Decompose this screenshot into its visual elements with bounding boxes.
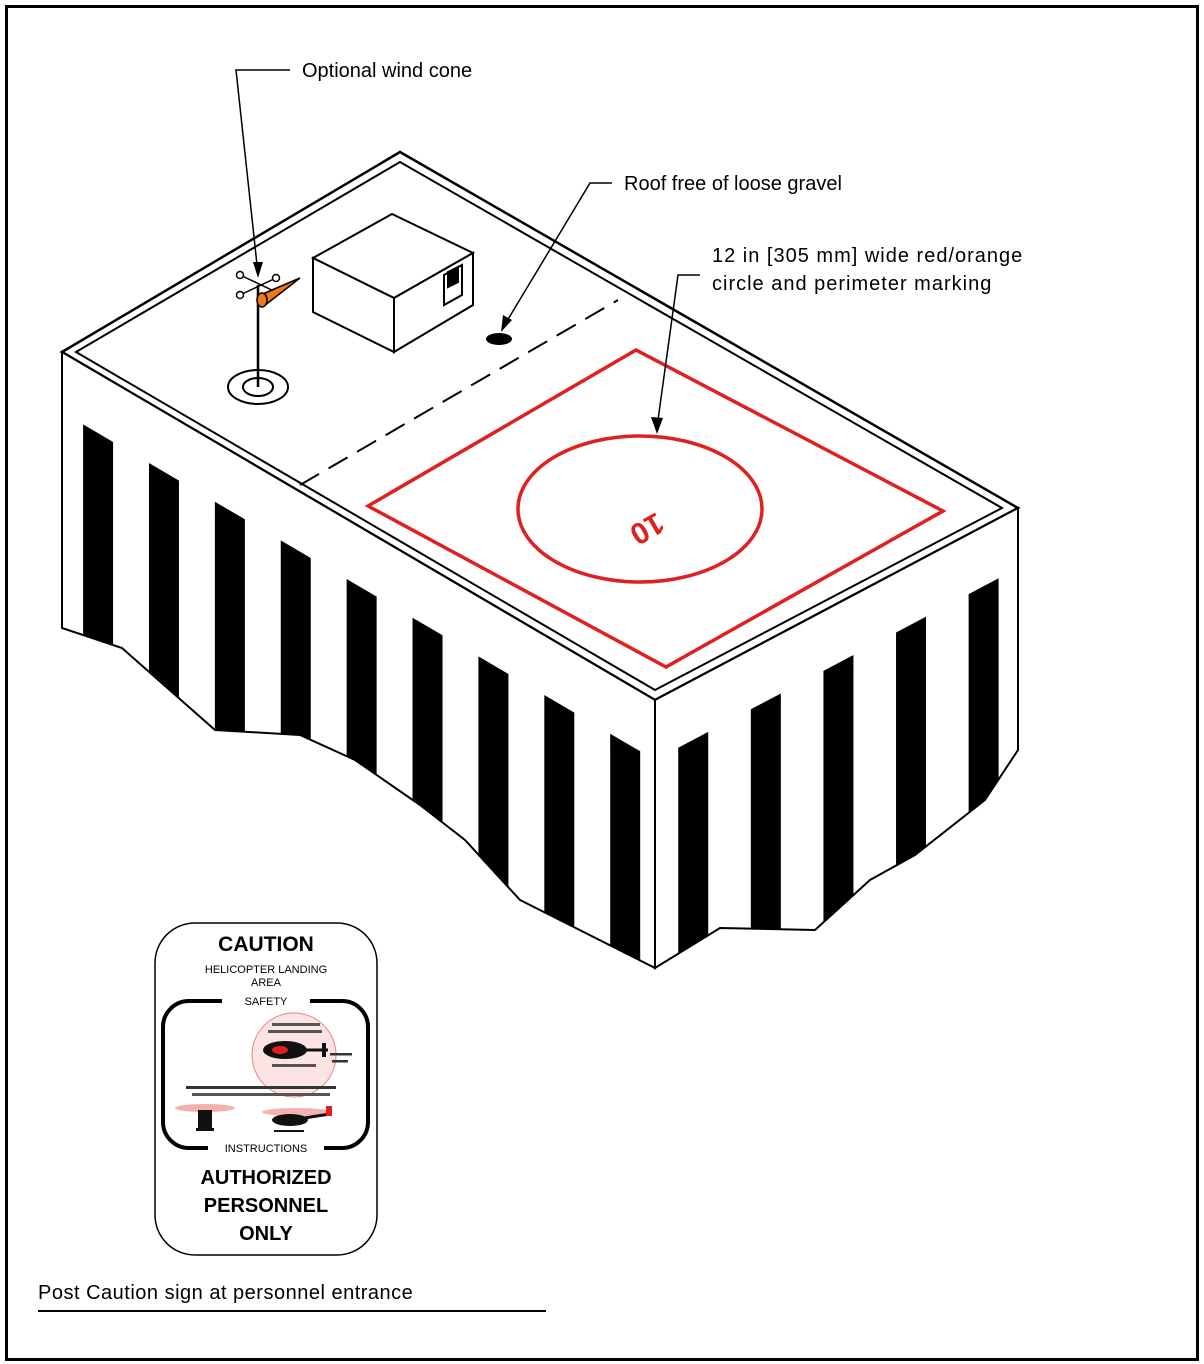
- left-wall-stripe: [610, 733, 641, 968]
- sign-footer-line2: PERSONNEL: [204, 1195, 328, 1217]
- left-wall-stripe: [544, 695, 575, 968]
- sign-top-tab: SAFETY: [245, 996, 288, 1008]
- gravel-spot: [486, 333, 512, 345]
- leader-wind-cone: Optional wind cone: [235, 60, 472, 278]
- caption-underline: [38, 1310, 546, 1312]
- caption-sign-location: Post Caution sign at personnel entrance: [38, 1282, 414, 1304]
- sign-subtitle-line1: HELICOPTER LANDING: [205, 964, 327, 976]
- perimeter-marking: [364, 348, 947, 669]
- wind-cone: [227, 270, 301, 405]
- leader-gravel: Roof free of loose gravel: [501, 173, 842, 332]
- sign-subtitle-line2: AREA: [251, 977, 282, 989]
- left-wall-stripe: [83, 424, 114, 968]
- caution-sign: CAUTION HELICOPTER LANDING AREA SAFETY I…: [154, 922, 378, 1256]
- leader-marking: 12 in [305 mm] wide red/orange circle an…: [651, 245, 1023, 434]
- right-wall-stripe: [968, 578, 999, 968]
- dashed-boundary: [299, 299, 619, 486]
- rooftop-structure: [310, 212, 476, 354]
- left-wall-stripe: [478, 656, 509, 968]
- circle-marking: [516, 434, 764, 584]
- right-wall-stripe: [896, 616, 927, 968]
- label-marking-line2: circle and perimeter marking: [712, 273, 992, 295]
- right-wall-stripe: [823, 655, 854, 968]
- safety-illustration: [175, 1012, 352, 1132]
- label-marking-line1: 12 in [305 mm] wide red/orange: [712, 245, 1023, 267]
- label-gravel: Roof free of loose gravel: [624, 173, 842, 195]
- sign-title: CAUTION: [218, 933, 314, 956]
- sign-footer-line3: ONLY: [239, 1223, 293, 1245]
- sign-footer-line1: AUTHORIZED: [200, 1167, 331, 1189]
- label-wind-cone: Optional wind cone: [302, 60, 472, 82]
- right-wall-stripe: [678, 731, 709, 968]
- sign-bottom-tab: INSTRUCTIONS: [225, 1143, 308, 1155]
- left-wall-stripe: [412, 617, 443, 968]
- right-wall-stripe: [750, 693, 781, 968]
